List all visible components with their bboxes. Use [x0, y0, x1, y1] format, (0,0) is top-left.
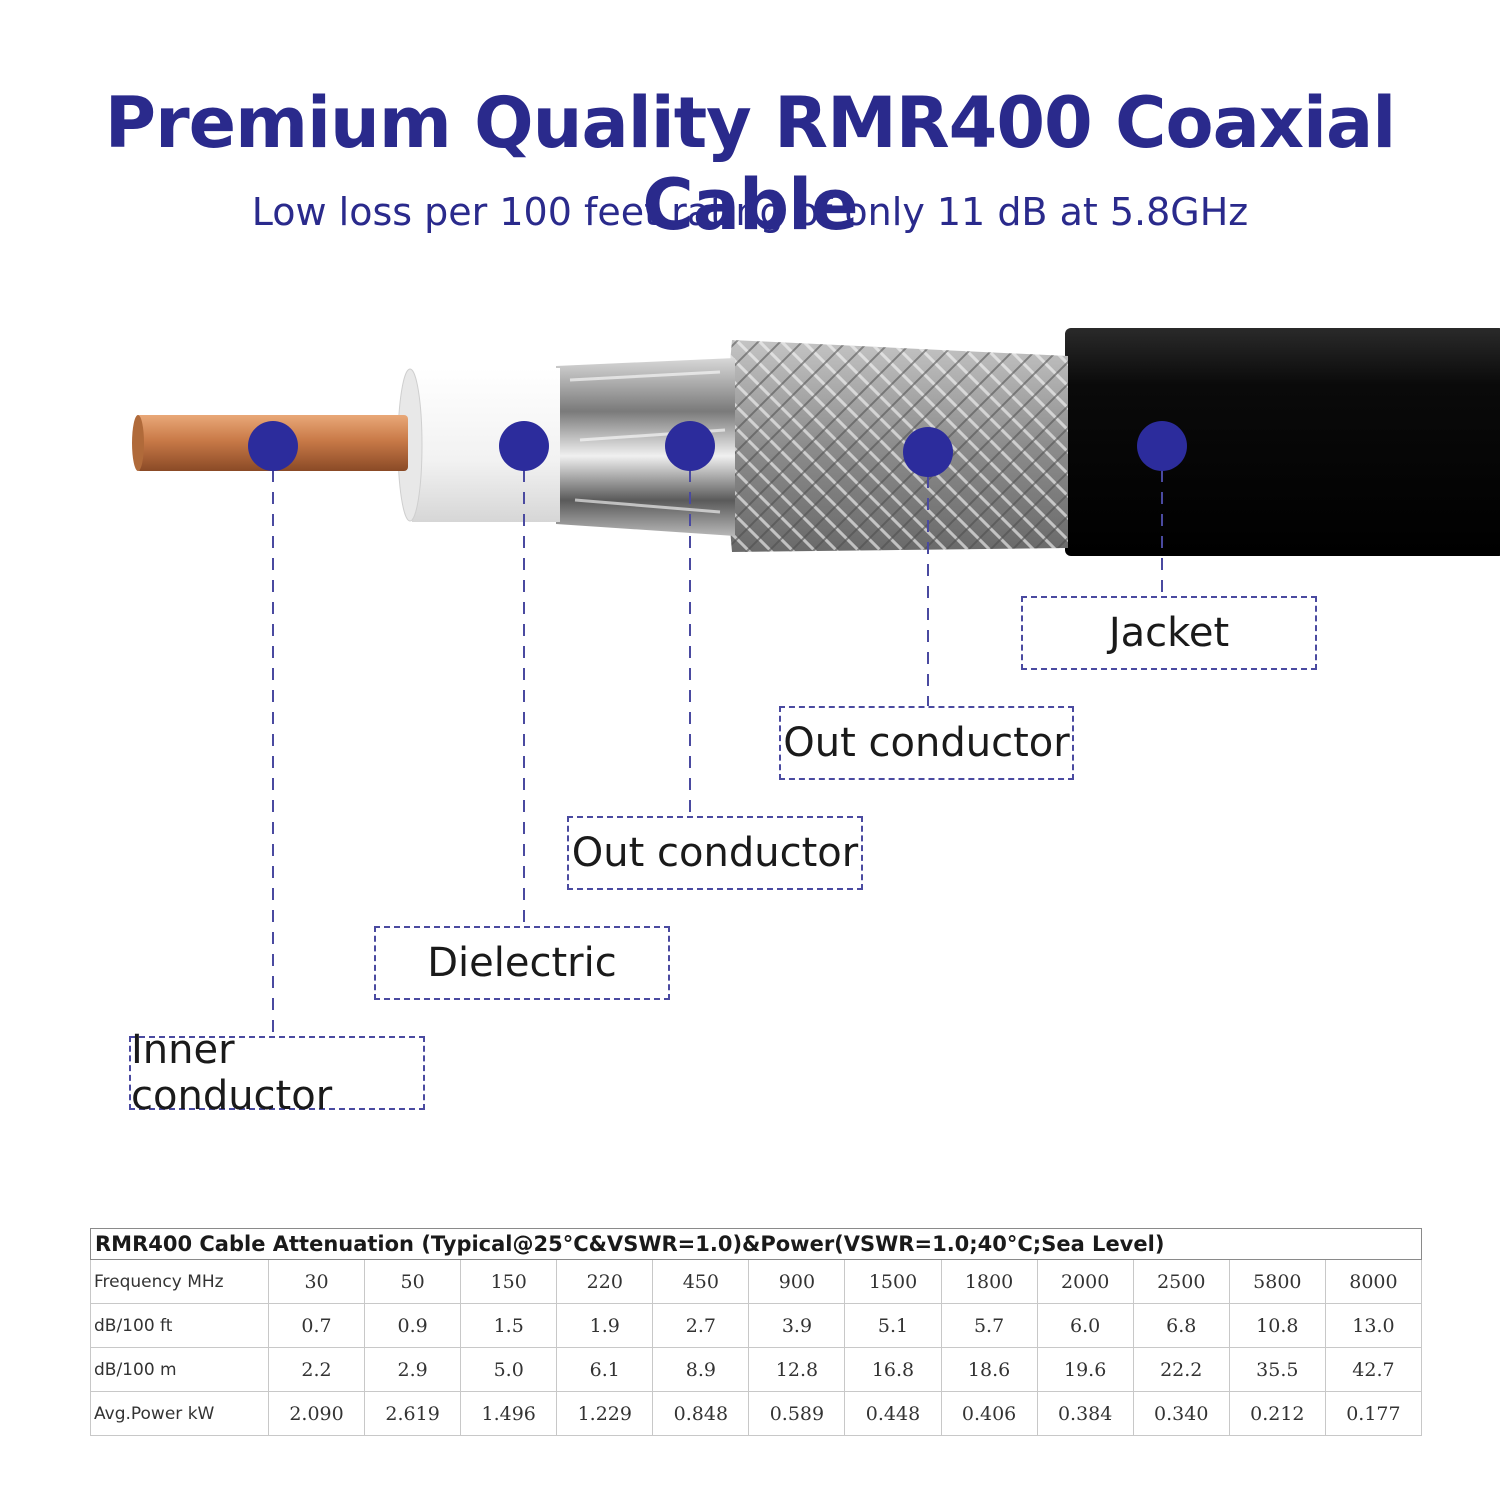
- table-cell: 2.619: [364, 1391, 462, 1436]
- table-cell: 1.5: [460, 1303, 558, 1348]
- table-cell: 1.496: [460, 1391, 558, 1436]
- marker-dielectric: [499, 421, 549, 471]
- table-cell: 2.090: [267, 1391, 366, 1436]
- table-cell: 5.7: [940, 1303, 1038, 1348]
- table-cell: 35.5: [1228, 1347, 1326, 1392]
- label-dielectric: Dielectric: [374, 926, 670, 1000]
- table-cell: 0.448: [844, 1391, 942, 1436]
- table-cell: 2500: [1132, 1259, 1230, 1304]
- label-jacket: Jacket: [1021, 596, 1317, 670]
- cable-diagram: [132, 328, 1500, 1036]
- table-cell: 18.6: [940, 1347, 1038, 1392]
- marker-inner-conductor: [248, 421, 298, 471]
- table-cell: 0.589: [748, 1391, 846, 1436]
- table-cell: 1.9: [556, 1303, 654, 1348]
- row-label: Avg.Power kW: [90, 1391, 269, 1436]
- table-cell: 0.9: [364, 1303, 462, 1348]
- table-cell: 13.0: [1324, 1303, 1423, 1348]
- table-cell: 0.406: [940, 1391, 1038, 1436]
- table-cell: 2.2: [267, 1347, 366, 1392]
- label-outer-conductor-braid: Out conductor: [779, 706, 1074, 780]
- table-cell: 0.212: [1228, 1391, 1326, 1436]
- table-title: RMR400 Cable Attenuation (Typical@25°C&V…: [90, 1228, 1422, 1260]
- table-cell: 16.8: [844, 1347, 942, 1392]
- table-cell: 0.177: [1324, 1391, 1423, 1436]
- page-title: Premium Quality RMR400 Coaxial Cable: [104, 82, 1396, 246]
- table-cell: 12.8: [748, 1347, 846, 1392]
- row-label: dB/100 m: [90, 1347, 269, 1392]
- dielectric-segment: [404, 368, 560, 522]
- marker-jacket: [1137, 421, 1187, 471]
- table-cell: 8000: [1324, 1259, 1423, 1304]
- table-cell: 8.9: [652, 1347, 750, 1392]
- table-cell: 0.7: [267, 1303, 366, 1348]
- row-label: Frequency MHz: [90, 1259, 269, 1304]
- table-cell: 150: [460, 1259, 558, 1304]
- table-cell: 50: [364, 1259, 462, 1304]
- table-cell: 0.384: [1036, 1391, 1134, 1436]
- table-cell: 22.2: [1132, 1347, 1230, 1392]
- label-inner-conductor: Inner conductor: [129, 1027, 425, 1119]
- table-cell: 5.1: [844, 1303, 942, 1348]
- table-cell: 3.9: [748, 1303, 846, 1348]
- table-cell: 42.7: [1324, 1347, 1423, 1392]
- table-cell: 6.1: [556, 1347, 654, 1392]
- marker-foil: [665, 421, 715, 471]
- page-subtitle: Low loss per 100 feet rating of only 11 …: [251, 190, 1249, 234]
- table-cell: 0.340: [1132, 1391, 1230, 1436]
- table-cell: 5800: [1228, 1259, 1326, 1304]
- table-cell: 2.9: [364, 1347, 462, 1392]
- table-cell: 900: [748, 1259, 846, 1304]
- table-cell: 220: [556, 1259, 654, 1304]
- table-cell: 1.229: [556, 1391, 654, 1436]
- table-cell: 19.6: [1036, 1347, 1134, 1392]
- table-cell: 30: [267, 1259, 366, 1304]
- label-outer-conductor-foil: Out conductor: [567, 816, 863, 890]
- row-label: dB/100 ft: [90, 1303, 269, 1348]
- table-cell: 6.8: [1132, 1303, 1230, 1348]
- table-cell: 6.0: [1036, 1303, 1134, 1348]
- table-cell: 0.848: [652, 1391, 750, 1436]
- marker-braid: [903, 427, 953, 477]
- table-cell: 1800: [940, 1259, 1038, 1304]
- table-cell: 2.7: [652, 1303, 750, 1348]
- table-cell: 450: [652, 1259, 750, 1304]
- foil-segment: [556, 358, 735, 536]
- jacket-segment: [1065, 328, 1500, 556]
- attenuation-table: RMR400 Cable Attenuation (Typical@25°C&V…: [90, 1228, 1423, 1436]
- table-cell: 10.8: [1228, 1303, 1326, 1348]
- table-cell: 2000: [1036, 1259, 1134, 1304]
- table-cell: 1500: [844, 1259, 942, 1304]
- table-cell: 5.0: [460, 1347, 558, 1392]
